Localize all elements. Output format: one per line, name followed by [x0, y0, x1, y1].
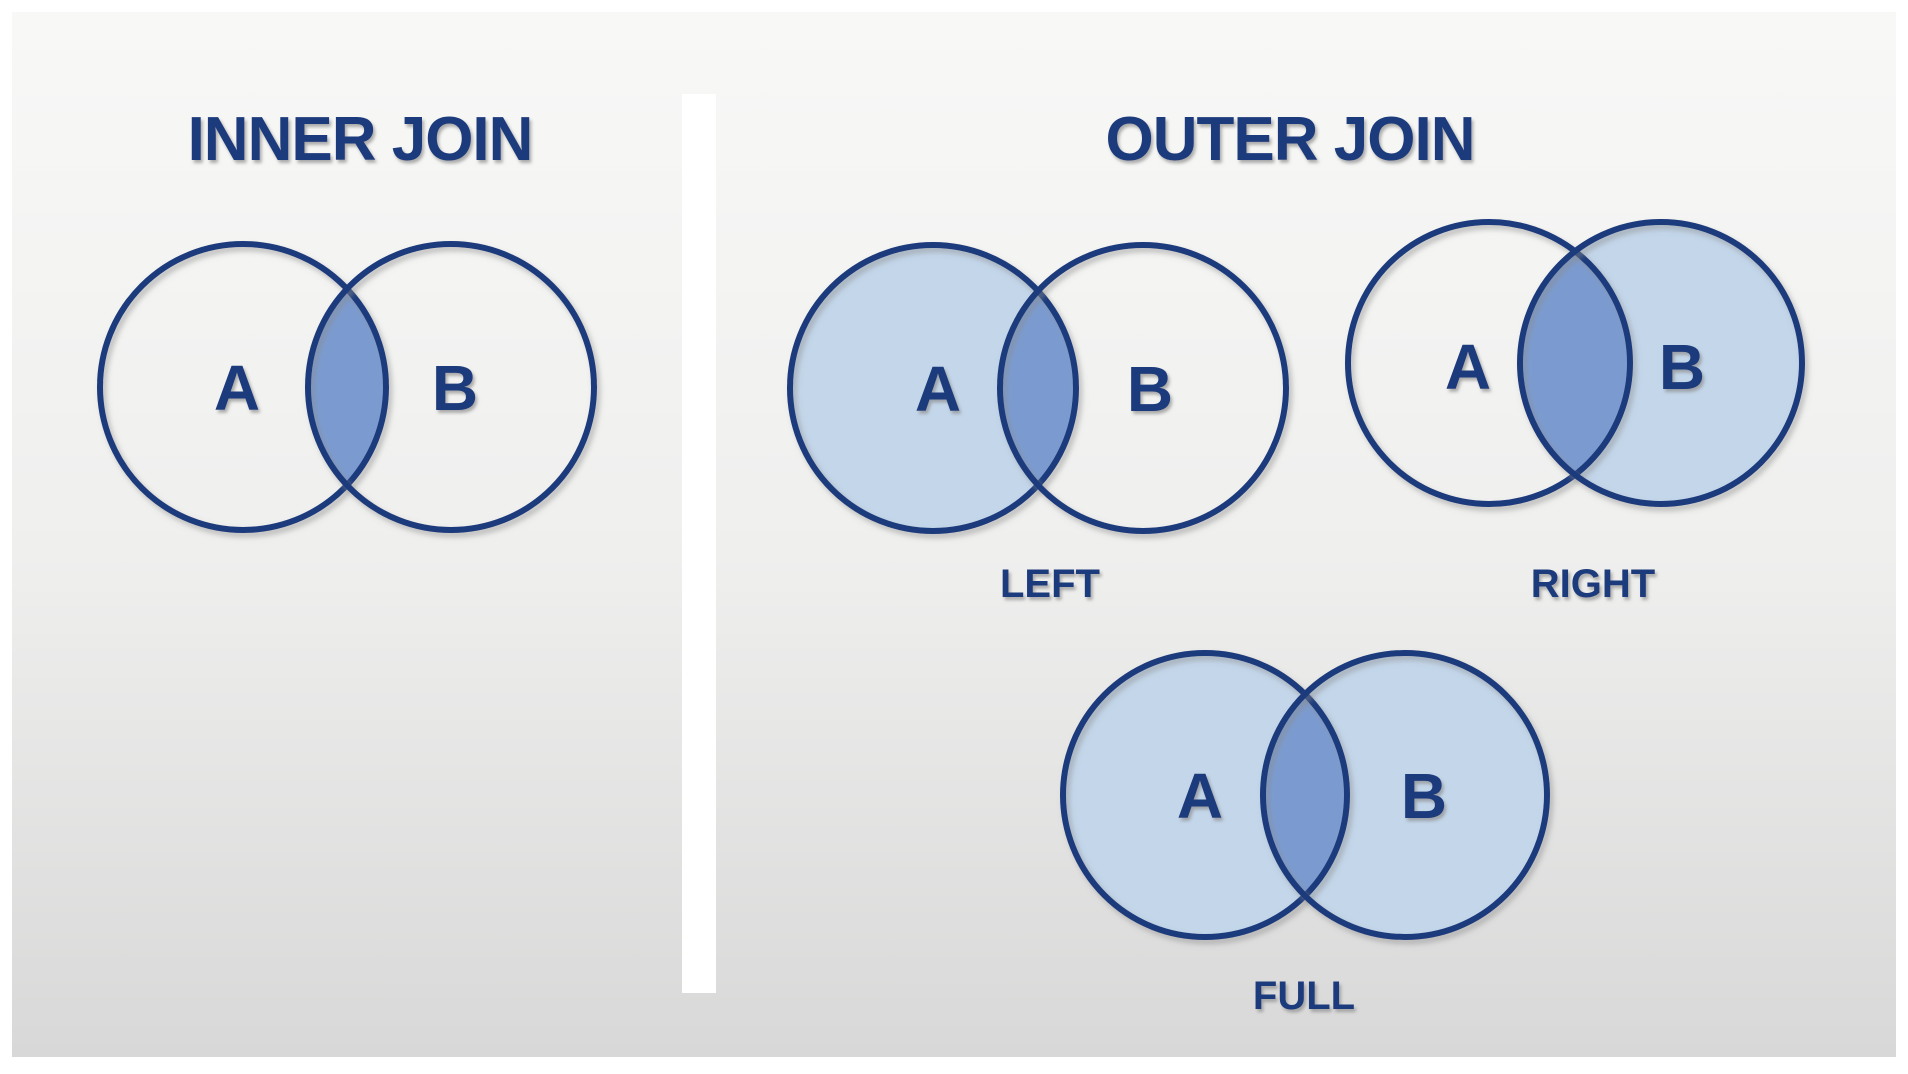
right-join-caption: RIGHT — [1531, 562, 1655, 606]
inner-join-title: INNER JOIN — [188, 105, 533, 174]
left-set-a-label: A — [915, 353, 961, 425]
right-set-b-label: B — [1659, 331, 1705, 403]
right-circle-a-outline — [1345, 219, 1633, 507]
outer-join-title: OUTER JOIN — [1106, 105, 1475, 174]
right-circle-b-outline — [1517, 219, 1805, 507]
left-circle-b-outline — [997, 242, 1289, 534]
full-circle-a-outline — [1060, 650, 1350, 940]
full-circle-b-fill — [1263, 653, 1547, 937]
full-circle-b-outline — [1260, 650, 1550, 940]
inner-join-section: INNER JOIN A B — [97, 105, 597, 533]
full-set-a-label: A — [1177, 760, 1223, 832]
left-circle-a-outline — [787, 242, 1079, 534]
inner-circle-b-outline — [305, 241, 597, 533]
venn-right-outer-join: A B RIGHT — [1345, 219, 1805, 606]
venn-inner-join: A B — [97, 241, 597, 533]
right-ab-intersection — [1520, 222, 1630, 504]
inner-set-b-label: B — [432, 352, 478, 424]
inner-set-a-label: A — [214, 352, 260, 424]
left-set-b-label: B — [1127, 353, 1173, 425]
outer-join-section: OUTER JOIN A B LEFT — [787, 105, 1805, 1018]
left-circle-a-fill — [790, 245, 1076, 531]
left-join-caption: LEFT — [1000, 562, 1100, 606]
venn-full-outer-join: A B FULL — [1060, 650, 1550, 1018]
inner-circle-a-outline — [97, 241, 389, 533]
full-join-caption: FULL — [1253, 974, 1355, 1018]
section-divider — [682, 94, 716, 993]
full-set-b-label: B — [1401, 760, 1447, 832]
full-circle-a-fill — [1063, 653, 1347, 937]
venn-left-outer-join: A B LEFT — [787, 242, 1289, 606]
right-set-a-label: A — [1445, 331, 1491, 403]
slide-background — [12, 12, 1896, 1057]
